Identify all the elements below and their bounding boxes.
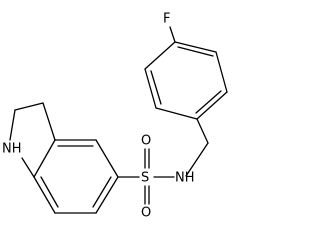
bond-ring2-f [95,176,119,214]
bond-c3-c2 [14,102,44,111]
bond-ring1-d [155,107,198,120]
bond-ring1-e-inner [150,70,162,105]
atom-indoline-nh: NH [2,142,22,157]
bond-ring1-b [215,51,228,93]
atom-sulfur: S [141,171,149,186]
atom-labels: F NH S O O NH [2,12,195,221]
bond-ring1-f [144,41,176,70]
bond-ring1-e [144,68,157,109]
bond-ring1-c-inner [195,90,222,114]
bond-ring2-d-inner [40,176,59,208]
indoline-sulfonamide-structure: F NH S O O NH [2,12,228,221]
indoline-group [9,102,119,214]
atom-sulfonamide-nh: NH [175,171,195,186]
bond-c2-n1 [9,109,16,141]
bond-ring2-a [95,139,119,178]
fluorobenzyl-group [144,26,228,177]
atom-fluorine: F [163,12,170,27]
bond-ring2-c [33,139,56,178]
bond-ring2-d [33,176,56,214]
bond-ring1-ch2 [196,118,209,144]
bond-ch2-nh [185,142,209,177]
bond-ring1-a-inner [177,46,214,57]
sulfonyl-group [117,148,175,205]
bond-c3a-c3 [42,102,56,141]
atom-oxygen-bottom: O [141,206,151,221]
bond-ring1-a [174,41,217,53]
bond-n1-c7a [21,157,35,178]
bond-ring2-f-inner [92,176,112,208]
bond-ring1-c [196,91,228,120]
bond-c-f [169,26,176,43]
atom-oxygen-top: O [141,134,151,149]
